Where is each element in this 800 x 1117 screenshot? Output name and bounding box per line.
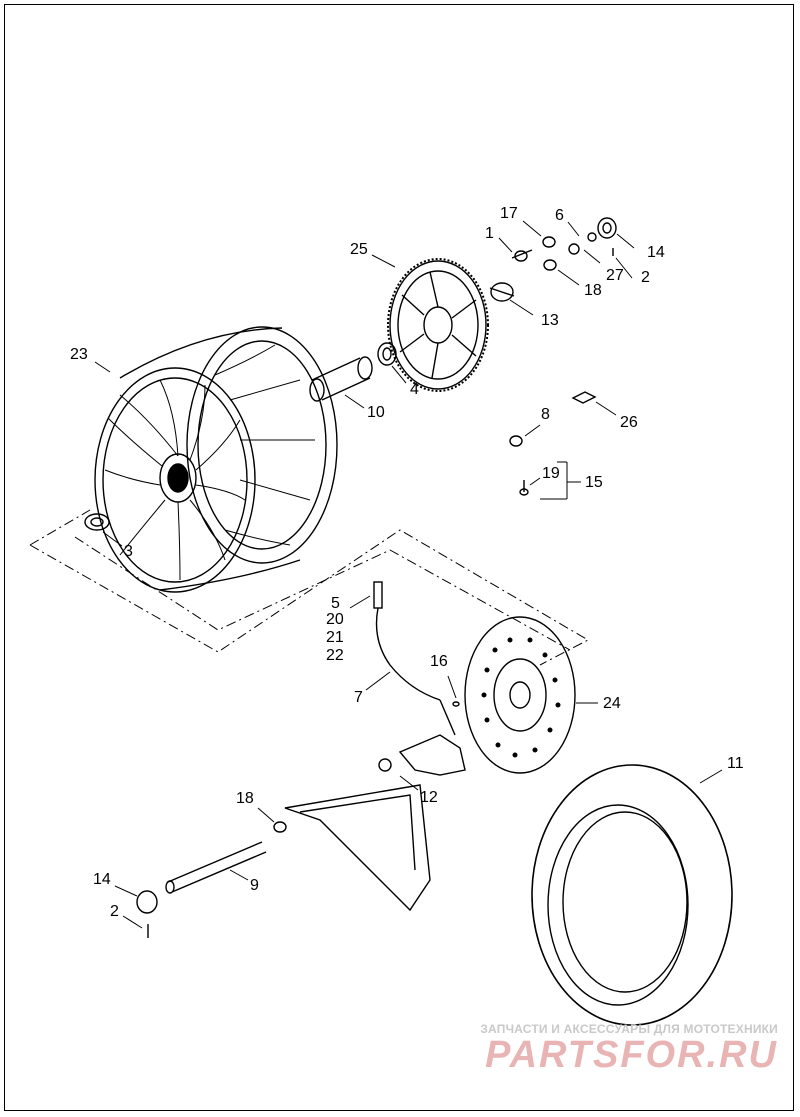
callout-17: 17 <box>500 205 518 222</box>
callout-19: 19 <box>542 465 560 482</box>
callout-5: 5 <box>331 595 340 612</box>
callout-1: 1 <box>485 225 494 242</box>
small-parts <box>509 391 597 496</box>
callout-8: 8 <box>541 406 550 423</box>
callout-21: 21 <box>326 629 344 646</box>
callout-2-bottom: 2 <box>110 903 119 920</box>
callout-13: 13 <box>541 312 559 329</box>
spacer-sleeve <box>309 356 373 402</box>
callout-25: 25 <box>350 241 368 258</box>
brake-rotor <box>464 616 576 774</box>
leader-lines <box>94 220 723 929</box>
hub-hardware <box>489 217 617 302</box>
callout-22: 22 <box>326 647 344 664</box>
bearing-seal <box>84 513 110 531</box>
diagram-frame <box>4 4 794 1111</box>
callout-24: 24 <box>603 695 621 712</box>
callout-2-top: 2 <box>641 269 650 286</box>
callout-16: 16 <box>430 653 448 670</box>
callout-14-bottom: 14 <box>93 871 111 888</box>
callout-23: 23 <box>70 346 88 363</box>
axle <box>136 841 267 938</box>
callout-7: 7 <box>354 689 363 706</box>
swingarm-bracket <box>273 784 431 912</box>
callout-10: 10 <box>367 404 385 421</box>
wheel-rim <box>94 326 338 593</box>
bearing <box>377 342 397 366</box>
watermark-logo: PARTSFOR.RU <box>485 1034 778 1076</box>
callout-9: 9 <box>250 877 259 894</box>
callout-12: 12 <box>420 789 438 806</box>
callout-6: 6 <box>555 207 564 224</box>
callout-20: 20 <box>326 611 344 628</box>
tire <box>531 764 733 1026</box>
wheel-speed-sensor <box>373 581 460 707</box>
callout-4: 4 <box>410 381 419 398</box>
callout-26: 26 <box>620 414 638 431</box>
callout-18-bottom: 18 <box>236 790 254 807</box>
callout-18-top: 18 <box>584 282 602 299</box>
callout-14-top: 14 <box>647 244 665 261</box>
callout-15: 15 <box>585 474 603 491</box>
callout-3: 3 <box>124 543 133 560</box>
callout-27: 27 <box>606 267 624 284</box>
sprocket <box>387 258 489 392</box>
assembly-dashed-outline <box>29 509 590 666</box>
watermark-tagline: ЗАПЧАСТИ И АКСЕССУАРЫ ДЛЯ МОТОТЕХНИКИ <box>480 1022 778 1036</box>
callout-11: 11 <box>727 755 744 772</box>
caliper-bracket <box>378 699 466 776</box>
